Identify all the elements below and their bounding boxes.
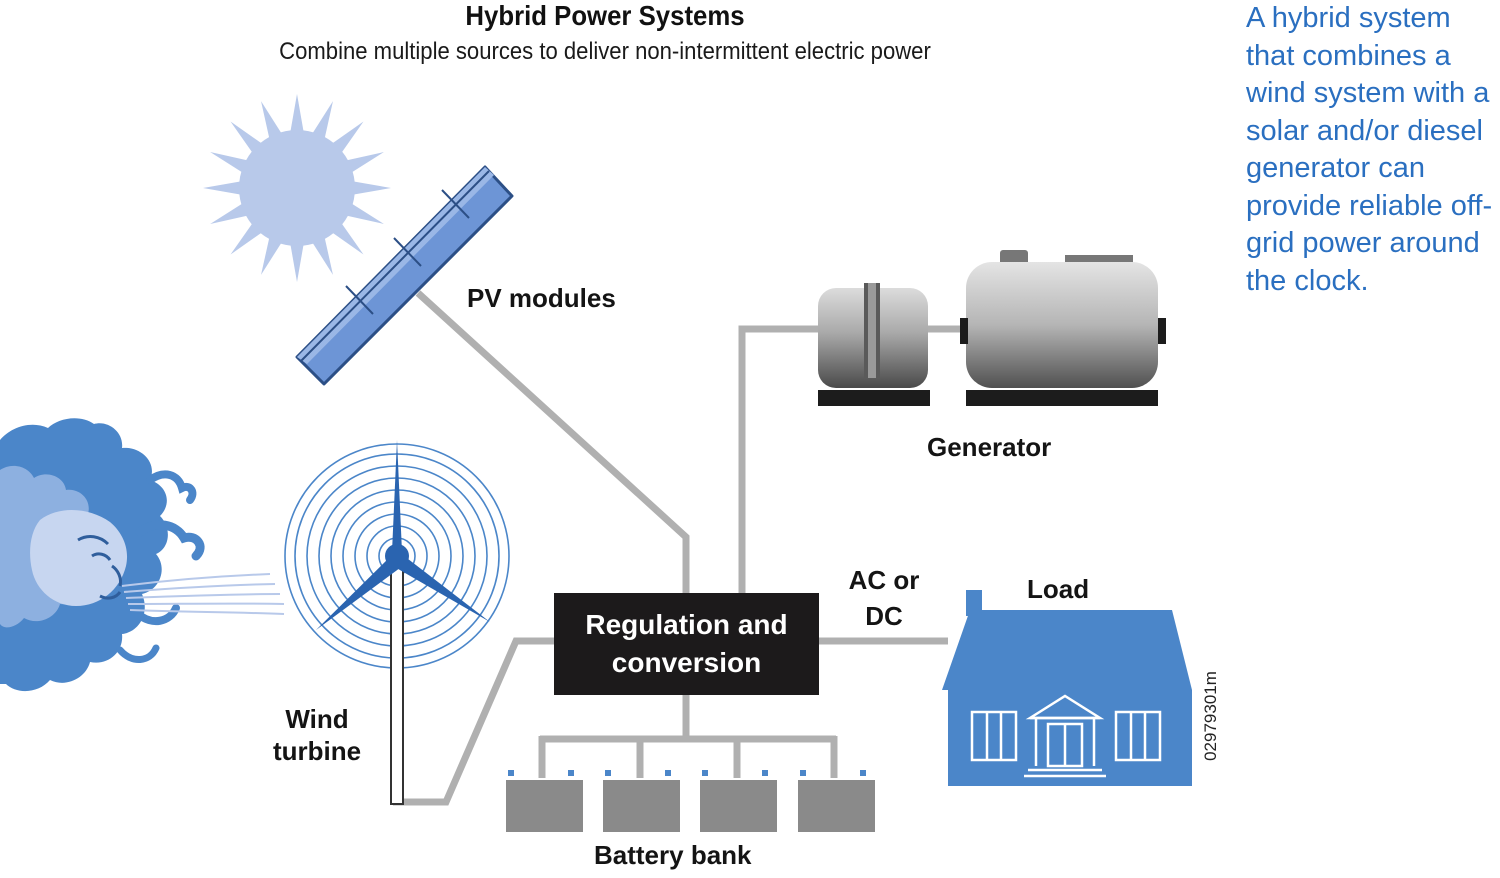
battery-icon: [798, 770, 875, 832]
generator-icon: [818, 250, 1166, 406]
battery-icon: [700, 770, 777, 832]
wire-generator-to-regulation: [738, 325, 818, 593]
wires: [393, 290, 966, 806]
house-icon: [942, 590, 1192, 786]
regulation-label: Regulation and conversion: [585, 609, 788, 678]
solar-panel-icon: [295, 165, 514, 386]
callout-text: A hybrid system that combines a wind sys…: [1246, 2, 1493, 297]
sun-icon: [203, 94, 391, 282]
figure-code: 02979301m: [1201, 671, 1220, 761]
page-subtitle: Combine multiple sources to deliver non-…: [279, 38, 931, 65]
page-title: Hybrid Power Systems: [465, 0, 745, 31]
battery-bank: [506, 770, 875, 832]
pv-modules-label: PV modules: [467, 283, 616, 313]
wind-turbine-label: Wind turbine: [272, 704, 362, 766]
battery-icon: [603, 770, 680, 832]
battery-bank-label: Battery bank: [594, 840, 752, 870]
wind-face-icon: [0, 418, 285, 692]
ac-dc-label: AC or DC: [848, 565, 920, 631]
regulation-box: Regulation and conversion: [554, 593, 819, 695]
wind-turbine-icon: [284, 440, 510, 805]
load-label: Load: [1027, 574, 1090, 604]
generator-label: Generator: [927, 432, 1052, 462]
wire-pv-to-regulation: [415, 290, 690, 593]
wire-turbine-to-regulation: [393, 637, 554, 806]
battery-icon: [506, 770, 583, 832]
